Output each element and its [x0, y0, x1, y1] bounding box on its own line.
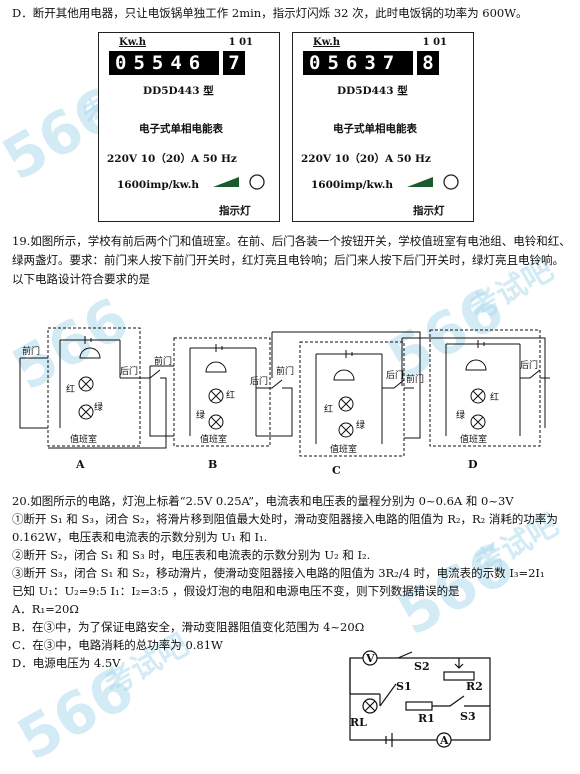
energy-meter-1: Kw.h 1 01 05546 7 DD5D443 型 电子式单相电能表 220…: [98, 32, 280, 222]
label-red: 红: [226, 389, 235, 401]
label-green: 绿: [94, 401, 103, 413]
indicator-lamp-icon: [407, 174, 459, 190]
label-green: 绿: [196, 409, 205, 421]
r2-label: R2: [466, 680, 483, 693]
label-front-door: 前门: [276, 365, 294, 377]
q19-circuit-diagrams: 前门 后门 红 绿 值班室 前门 后门 红 绿 值班室 前门 后门 红 绿 值班…: [19, 327, 550, 477]
label-duty-room: 值班室: [460, 433, 487, 445]
label-front-door: 前门: [154, 355, 172, 367]
option-b-label: B: [208, 458, 217, 471]
circuit-d: [401, 329, 550, 447]
q20-line3: 0.162W，电压表和电流表的示数分别为 U₁ 和 I₁.: [12, 530, 268, 544]
ammeter-label: A: [439, 734, 449, 747]
label-back-door: 后门: [520, 359, 538, 371]
meter-specs: 220V 10（20）A 50 Hz: [301, 153, 431, 165]
label-front-door: 前门: [22, 345, 40, 357]
label-green: 绿: [456, 409, 465, 421]
meter-unit: Kw.h: [313, 37, 341, 48]
question-d-line: D．断开其他用电器，只让电饭锅单独工作 2min，指示灯闪烁 32 次，此时电饭…: [12, 6, 528, 20]
meter-name: 电子式单相电能表: [333, 123, 417, 135]
s1-label: S1: [396, 680, 412, 693]
label-red: 红: [66, 383, 75, 395]
energy-meter-2: Kw.h 1 01 05637 8 DD5D443 型 电子式单相电能表 220…: [292, 32, 474, 222]
meter-last-digit: 7: [223, 51, 245, 75]
circuit-c: [271, 331, 421, 457]
label-back-door: 后门: [386, 369, 404, 381]
q20-option-c: C．在③中，电路消耗的总功率为 0.81W: [12, 638, 223, 652]
q20-circuit-diagram: V S2 R2 S1 RL R1 S3 A: [349, 650, 491, 748]
q20-line2: ①断开 S₁ 和 S₃，闭合 S₂，将滑片移到阻值最大处时，滑动变阻器接入电路的…: [12, 512, 558, 526]
rl-label: RL: [350, 716, 367, 729]
q20-option-d: D．电源电压为 4.5V: [12, 656, 121, 670]
option-c-label: C: [332, 464, 341, 477]
voltmeter-label: V: [365, 652, 375, 665]
label-front-door: 前门: [406, 373, 424, 385]
meter-digits: 05546: [109, 51, 219, 75]
s2-label: S2: [414, 660, 430, 673]
label-duty-room: 值班室: [70, 433, 97, 445]
circuit-b: [149, 337, 293, 447]
meter-unit: Kw.h: [119, 37, 147, 48]
q20-option-a: A．R₁=20Ω: [12, 602, 79, 616]
q20-line4: ②断开 S₂，闭合 S₁ 和 S₃ 时，电压表和电流表的示数分别为 U₂ 和 I…: [12, 548, 371, 562]
label-back-door: 后门: [120, 365, 138, 377]
label-back-door: 后门: [250, 375, 268, 387]
meter-imp: 1600imp/kw.h: [117, 179, 200, 191]
indicator-label: 指示灯: [219, 205, 251, 217]
question-19-text: 19.如图所示，学校有前后两个门和值班室。在前、后门各装一个按钮开关，学校值班室…: [12, 234, 571, 286]
meter-specs: 220V 10（20）A 50 Hz: [107, 153, 237, 165]
meter-name: 电子式单相电能表: [139, 123, 223, 135]
meter-last-digit: 8: [417, 51, 439, 75]
label-duty-room: 值班室: [200, 433, 227, 445]
q20-line5: ③断开 S₃，闭合 S₁ 和 S₂，移动滑片，使滑动变阻器接入电路的阻值为 3R…: [12, 566, 545, 580]
r1-label: R1: [418, 712, 435, 725]
option-d-label: D: [468, 458, 478, 471]
q20-option-b: B．在③中，为了保证电路安全，滑动变阻器阻值变化范围为 4~20Ω: [12, 620, 365, 634]
meter-phase: 1 01: [228, 37, 253, 48]
option-a-label: A: [75, 458, 85, 471]
label-red: 红: [490, 391, 499, 403]
meter-imp: 1600imp/kw.h: [311, 179, 394, 191]
meter-model: DD5D443 型: [337, 85, 408, 97]
circuit-a: [19, 327, 167, 449]
meter-digits: 05637: [303, 51, 413, 75]
label-duty-room: 值班室: [330, 443, 357, 455]
meter-phase: 1 01: [422, 37, 447, 48]
label-green: 绿: [356, 419, 365, 431]
meter-model: DD5D443 型: [143, 85, 214, 97]
s3-label: S3: [460, 710, 476, 723]
q20-line6: 已知 U₁：U₂=9:5 I₁：I₂=3:5 ，假设灯泡的电阻和电源电压不变，则…: [12, 584, 460, 598]
q20-line1: 20.如图所示的电路，灯泡上标着“2.5V 0.25A”，电流表和电压表的量程分…: [12, 494, 514, 508]
indicator-label: 指示灯: [413, 205, 445, 217]
label-red: 红: [324, 403, 333, 415]
indicator-lamp-icon: [213, 174, 265, 190]
